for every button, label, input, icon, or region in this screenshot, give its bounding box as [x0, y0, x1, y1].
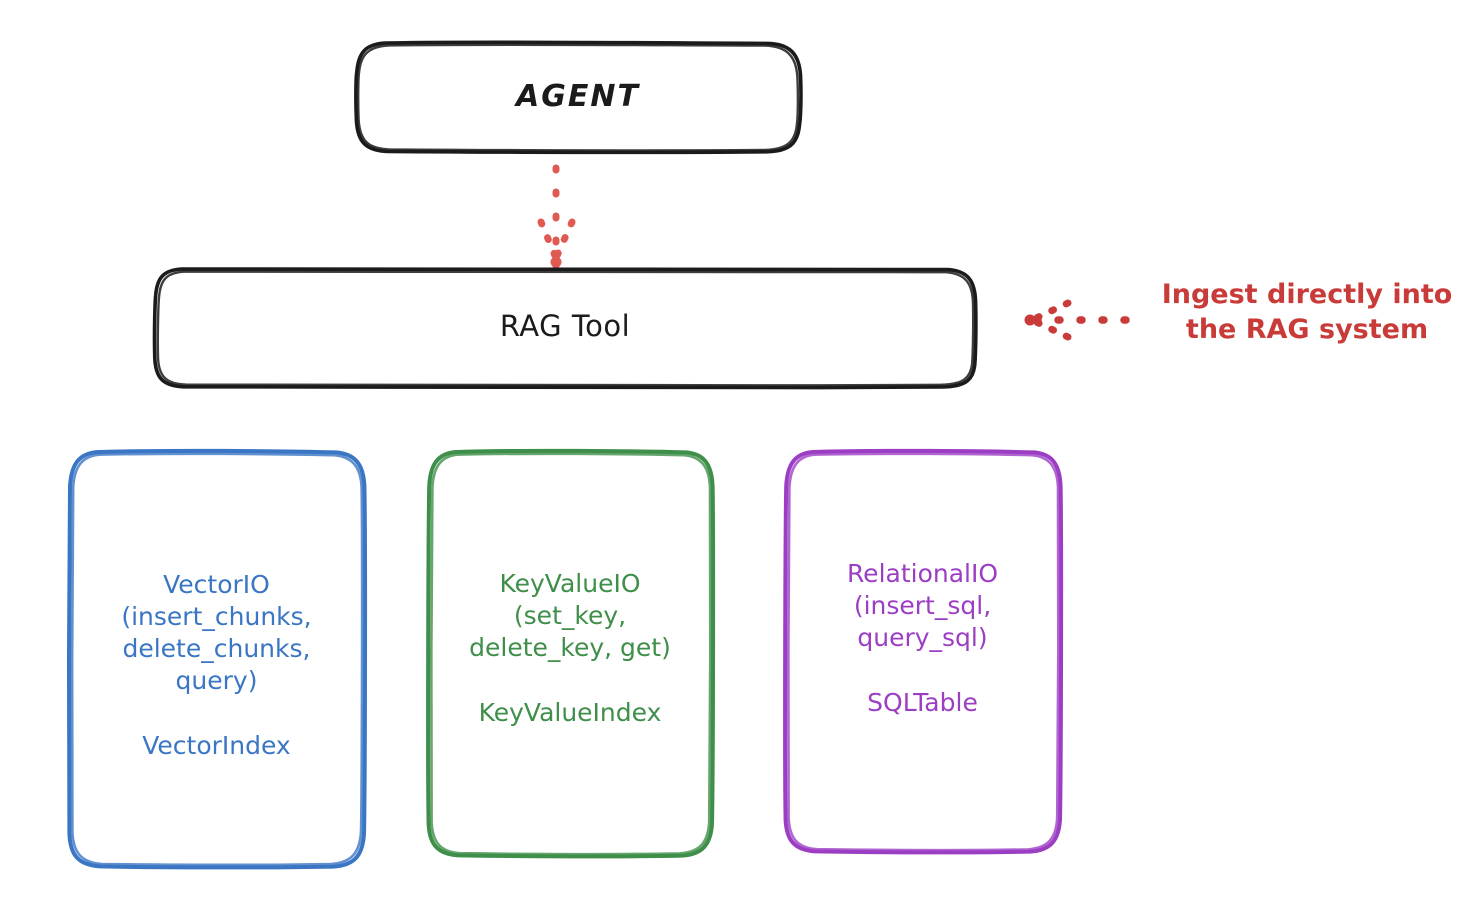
rag-tool-node-label: RAG Tool: [499, 308, 631, 343]
vector-io-text-block: VectorIO (insert_chunks, delete_chunks, …: [121, 569, 311, 760]
keyvalue-io-index-label: KeyValueIndex: [478, 697, 662, 727]
rag-tool-box-outline[interactable]: [152, 266, 978, 390]
agent-node[interactable]: AGENT: [356, 42, 800, 152]
relational-io-box-outline[interactable]: [783, 448, 1064, 855]
keyvalue-io-node-label: KeyValueIO (set_key, delete_key, get): [469, 568, 671, 662]
relational-io-text-block: RelationalIO (insert_sql, query_sql) SQL…: [847, 558, 998, 717]
keyvalue-io-text-block: KeyValueIO (set_key, delete_key, get) Ke…: [469, 568, 671, 727]
relational-io-node[interactable]: RelationalIO (insert_sql, query_sql) SQL…: [785, 450, 1060, 852]
agent-box-outline[interactable]: [354, 40, 803, 155]
relational-io-table-label: SQLTable: [867, 687, 978, 717]
vector-io-box-outline[interactable]: [66, 448, 368, 870]
rag-tool-node[interactable]: RAG Tool: [155, 268, 975, 385]
vector-io-node[interactable]: VectorIO (insert_chunks, delete_chunks, …: [68, 450, 365, 867]
keyvalue-io-box-outline[interactable]: [426, 448, 716, 859]
agent-node-label: AGENT: [516, 78, 640, 114]
vector-io-index-label: VectorIndex: [142, 731, 291, 760]
ingest-annotation-text: Ingest directly into the RAG system: [1161, 279, 1453, 346]
ingest-to-rag-arrow: [1024, 299, 1130, 341]
relational-io-node-label: RelationalIO (insert_sql, query_sql): [846, 558, 999, 652]
vector-io-node-label: VectorIO (insert_chunks, delete_chunks, …: [121, 570, 312, 695]
keyvalue-io-node[interactable]: KeyValueIO (set_key, delete_key, get) Ke…: [428, 450, 712, 856]
agent-to-rag-arrow: [537, 164, 576, 270]
